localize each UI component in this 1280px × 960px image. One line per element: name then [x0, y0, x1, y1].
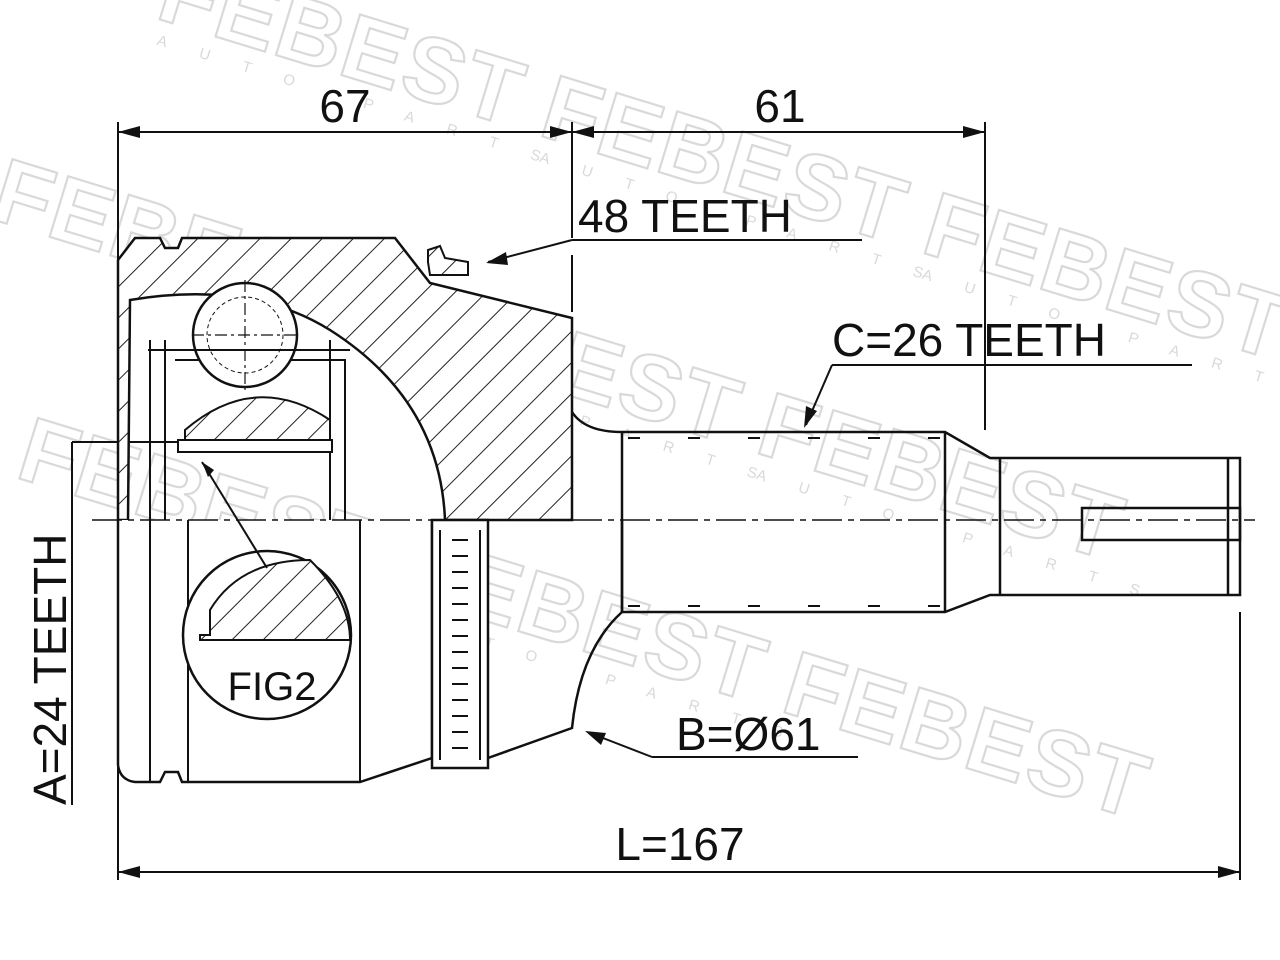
housing-neck-upper [570, 411, 623, 434]
watermark-brand: FEBEST [773, 632, 1161, 839]
abs-ring-teeth [439, 530, 481, 760]
label-c-26-teeth: C=26 TEETH [832, 314, 1106, 366]
inner-splines [177, 439, 333, 453]
watermark-brand: FEBEST [747, 373, 1135, 580]
dimension-arrows [118, 126, 1240, 878]
inner-race [149, 340, 346, 520]
dim-label-61: 61 [754, 80, 805, 132]
abs-ring-top [427, 244, 469, 276]
axle-shaft [620, 430, 1242, 614]
abs-ring [430, 518, 490, 770]
label-48-teeth: 48 TEETH [578, 190, 792, 242]
leader-arrowheads [486, 252, 817, 745]
label-fig2: FIG2 [228, 665, 317, 709]
housing-neck-lower [487, 520, 624, 760]
cage-section [184, 396, 331, 441]
label-length: L=167 [615, 818, 744, 870]
fig2-detail [181, 461, 353, 721]
label-b-diameter: B=Ø61 [676, 708, 821, 760]
label-a-24-teeth: A=24 TEETH [24, 534, 76, 805]
dim-label-67: 67 [319, 80, 370, 132]
